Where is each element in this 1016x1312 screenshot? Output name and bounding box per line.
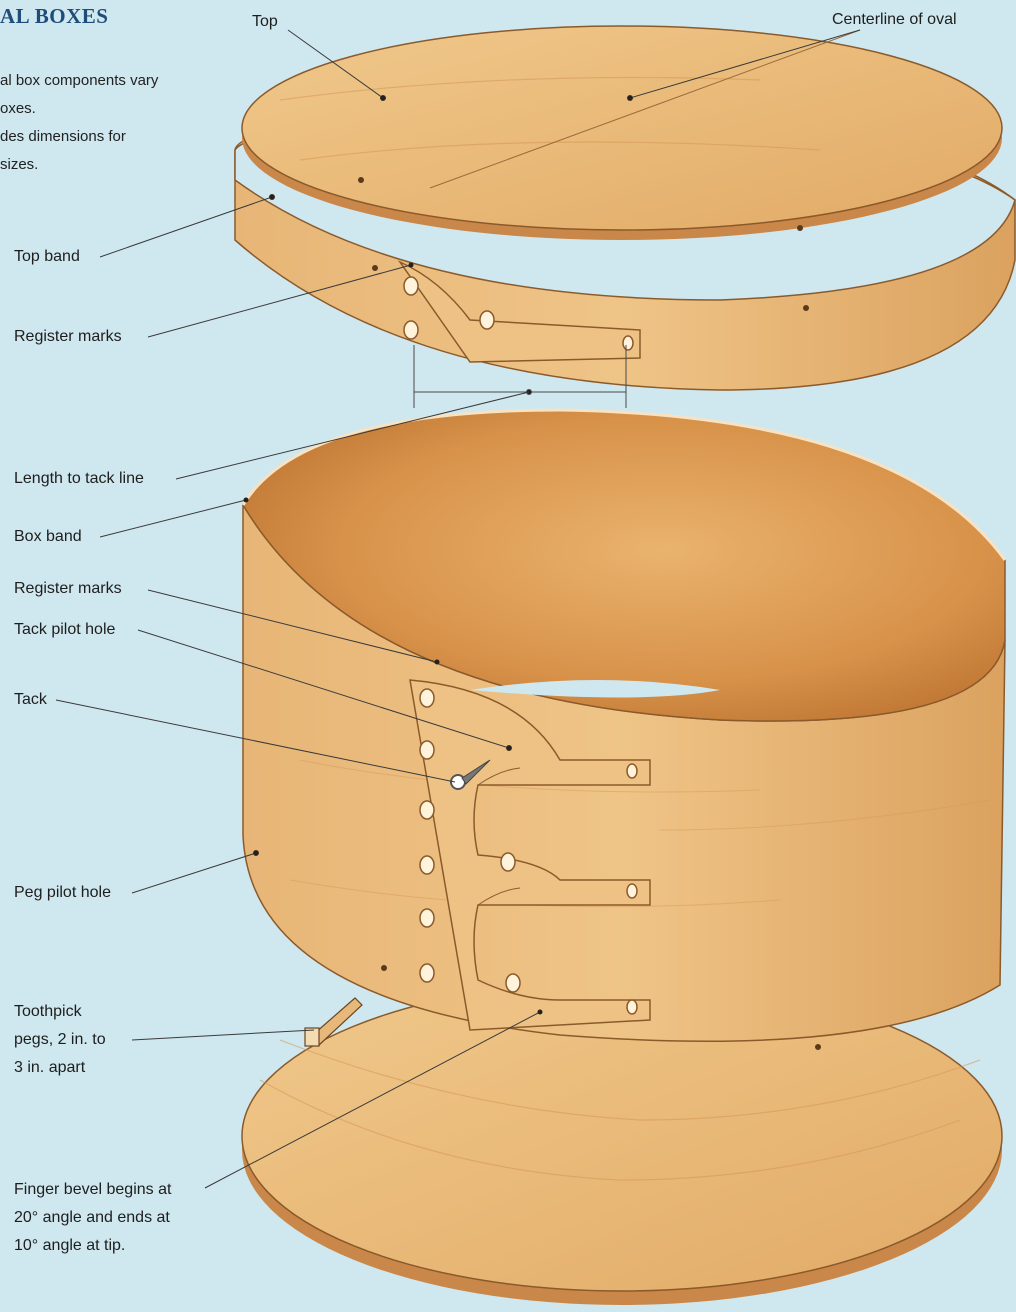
intro-line: al box components vary <box>0 70 210 92</box>
label-finger-bevel: Finger bevel begins at 20° angle and end… <box>14 1176 171 1260</box>
label-tack-pilot-hole: Tack pilot hole <box>14 616 115 644</box>
label-centerline: Centerline of oval <box>832 6 957 34</box>
box-band <box>243 410 1005 1050</box>
label-line: pegs, 2 in. to <box>14 1026 106 1054</box>
label-top: Top <box>252 8 278 36</box>
label-toothpick-pegs: Toothpick pegs, 2 in. to 3 in. apart <box>14 998 106 1082</box>
label-box-band: Box band <box>14 523 82 551</box>
intro-text: al box components vary oxes. des dimensi… <box>0 70 210 182</box>
label-length-to-tack-line: Length to tack line <box>14 465 144 493</box>
label-line: 20° angle and ends at <box>14 1204 171 1232</box>
intro-line: sizes. <box>0 154 210 176</box>
label-line: 3 in. apart <box>14 1054 106 1082</box>
label-tack: Tack <box>14 686 47 714</box>
intro-line: oxes. <box>0 98 210 120</box>
label-line: Toothpick <box>14 998 106 1026</box>
top-lid <box>242 26 1002 240</box>
page-title: AL BOXES <box>0 4 108 29</box>
intro-line: des dimensions for <box>0 126 210 148</box>
label-line: Finger bevel begins at <box>14 1176 171 1204</box>
label-register-marks-top: Register marks <box>14 323 122 351</box>
label-peg-pilot-hole: Peg pilot hole <box>14 879 111 907</box>
label-line: 10° angle at tip. <box>14 1232 171 1260</box>
label-register-marks-box: Register marks <box>14 575 122 603</box>
label-top-band: Top band <box>14 243 80 271</box>
